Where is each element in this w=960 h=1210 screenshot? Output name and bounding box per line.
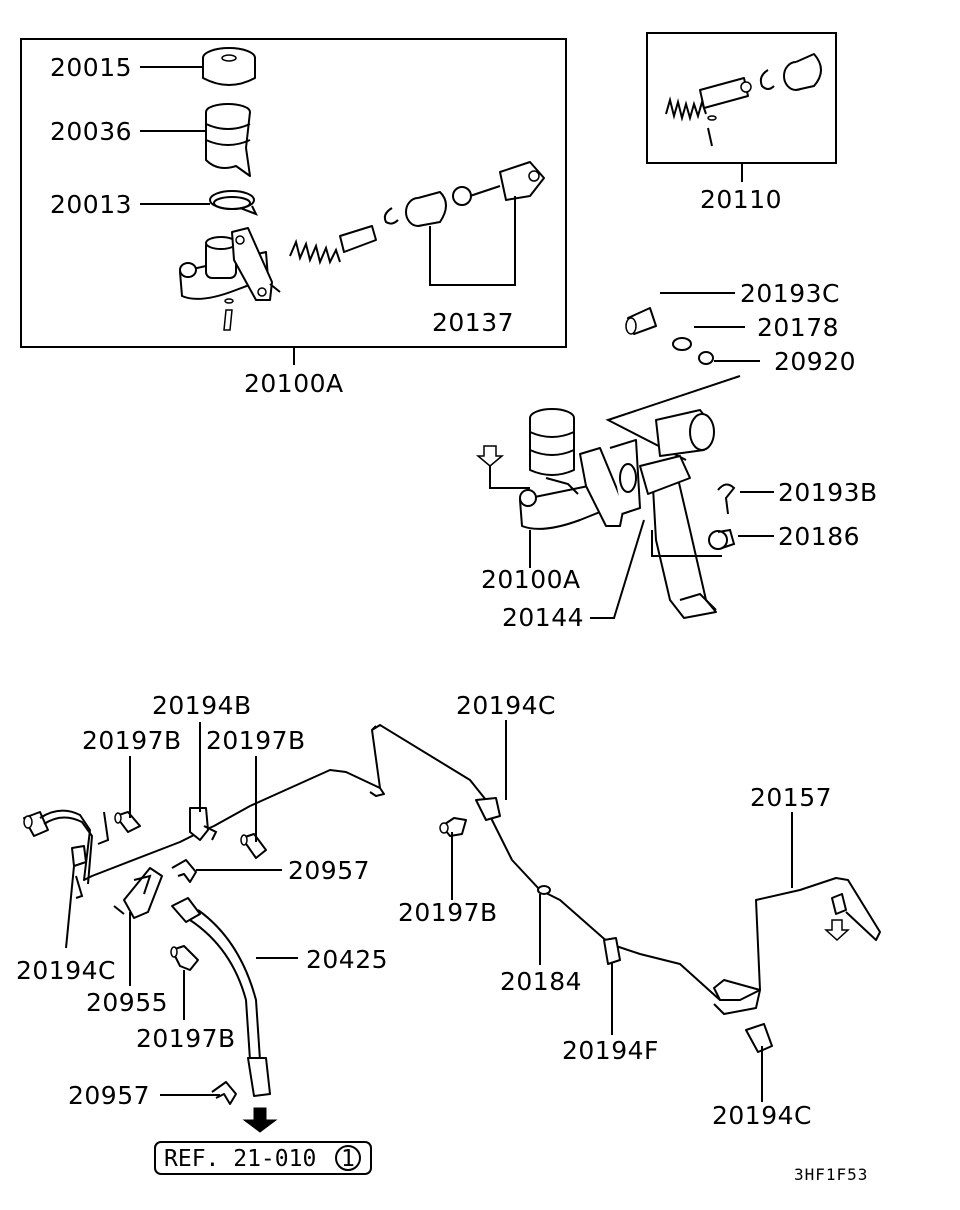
label-20194C-left: 20194C: [16, 956, 116, 985]
label-20193C: 20193C: [740, 279, 840, 308]
reference-circled-number: 1: [341, 1146, 355, 1172]
label-20036: 20036: [50, 117, 132, 146]
label-20957-bottom: 20957: [68, 1081, 150, 1110]
flow-arrow-icon: [475, 445, 505, 467]
flow-arrow-icon-right: [824, 919, 850, 942]
piston-assembly-part: [665, 53, 822, 147]
snap-ring-part: [383, 207, 399, 225]
label-20197B-d: 20197B: [136, 1024, 236, 1053]
pipe-clip-top: [475, 797, 501, 821]
bolt-20197B-b: [240, 833, 267, 859]
label-20178: 20178: [757, 313, 839, 342]
label-20013: 20013: [50, 190, 132, 219]
hose-clamp-part: [209, 190, 259, 216]
pedal-pin-part: [625, 307, 657, 335]
bolt-20197B-d: [170, 945, 199, 971]
reservoir-part: [205, 103, 251, 177]
label-20955: 20955: [86, 988, 168, 1017]
pipe-clip-20194F: [603, 937, 621, 965]
label-20137: 20137: [432, 308, 514, 337]
pipe-clip-bottom-right: [745, 1023, 773, 1053]
label-20197B-c: 20197B: [398, 898, 498, 927]
label-20157: 20157: [750, 783, 832, 812]
master-cylinder-body: [179, 227, 281, 301]
label-20194C-bottom: 20194C: [712, 1101, 812, 1130]
bushing-part: [672, 337, 692, 351]
reference-text: REF. 21-010: [164, 1146, 316, 1172]
boot-part: [405, 191, 447, 227]
master-cylinder-assembly: [519, 408, 691, 530]
diagram-code: 3HF1F53: [794, 1165, 868, 1184]
reservoir-cap-part: [202, 47, 256, 86]
label-20110: 20110: [700, 185, 782, 214]
washer-part: [452, 186, 472, 206]
pipe-end-fitting-left: [23, 811, 49, 837]
label-20194C-top: 20194C: [456, 691, 556, 720]
lock-clip-20957-bottom: [211, 1081, 237, 1105]
reference-box: REF. 21-010 1: [154, 1141, 372, 1175]
label-20194B: 20194B: [152, 691, 252, 720]
label-20193B: 20193B: [778, 478, 878, 507]
label-20920: 20920: [774, 347, 856, 376]
label-20186: 20186: [778, 522, 860, 551]
clip-part: [717, 483, 736, 515]
nut-part: [708, 528, 736, 550]
label-20100A-kit: 20100A: [244, 369, 344, 398]
label-20184: 20184: [500, 967, 582, 996]
hose-bracket-20955: [113, 867, 163, 919]
lock-clip-20957-top: [171, 859, 197, 883]
clutch-hose-20425: [171, 897, 271, 1097]
label-20194F: 20194F: [562, 1036, 659, 1065]
pipe-clip-20194B: [189, 807, 218, 841]
label-20197B-b: 20197B: [206, 726, 306, 755]
label-20144: 20144: [502, 603, 584, 632]
label-20957-top: 20957: [288, 856, 370, 885]
pipe-end-fitting-right: [831, 893, 847, 915]
push-rod-part: [469, 161, 545, 201]
pipe-clip-left: [71, 811, 110, 899]
clutch-pipe-main: [39, 724, 881, 1001]
label-20015: 20015: [50, 53, 132, 82]
o-ring-part: [698, 351, 714, 365]
bleeder-screw-part: [223, 298, 234, 331]
bolt-20197B-a: [114, 811, 141, 833]
reference-arrow-icon: [242, 1107, 278, 1133]
label-20100A: 20100A: [481, 565, 581, 594]
piston-spring-part: [289, 225, 377, 266]
label-20197B-a: 20197B: [82, 726, 182, 755]
pipe-grommet-part: [537, 885, 551, 895]
clutch-pedal-part: [651, 409, 717, 619]
bolt-20197B-c: [439, 817, 467, 837]
label-20425: 20425: [306, 945, 388, 974]
